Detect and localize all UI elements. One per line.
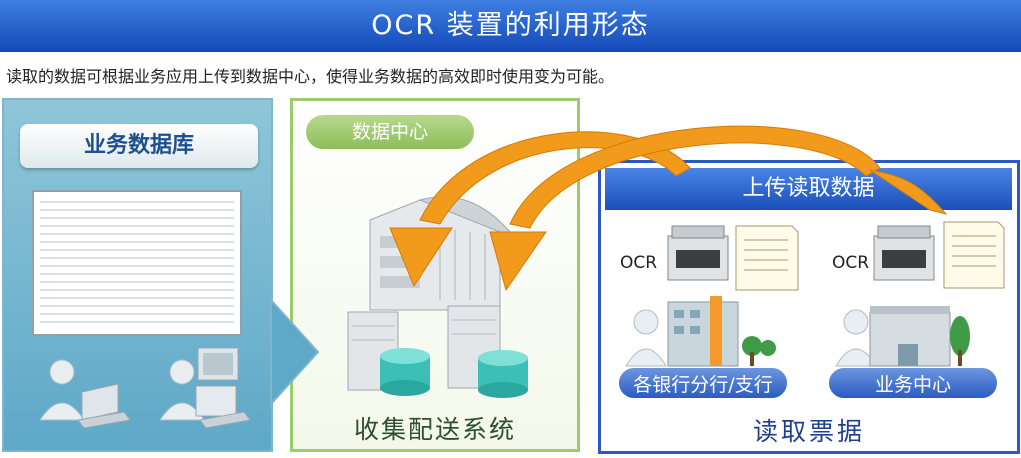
database-left-icon [380, 348, 430, 396]
panel-pointer-icon [270, 297, 320, 407]
ocr-label-left: OCR [620, 253, 658, 273]
business-database-label: 业务数据库 [20, 124, 258, 168]
document-left-icon [735, 225, 799, 291]
ocr-label-right: OCR [832, 253, 870, 273]
document-lines-icon [40, 201, 234, 323]
database-right-icon [478, 350, 528, 398]
page-title: OCR 装置的利用形态 [0, 0, 1021, 52]
user-laptop-icon [39, 359, 131, 429]
ocr-scanner-left-icon [667, 225, 729, 281]
bank-building-icon [625, 296, 776, 367]
user-computer-icon [159, 347, 251, 429]
description-text: 读取的数据可根据业务应用上传到数据中心，使得业务数据的高效即时使用变为可能。 [6, 67, 615, 86]
upload-data-header: 上传读取数据 [605, 168, 1012, 210]
read-documents-caption: 读取票据 [752, 417, 865, 446]
business-center-building-icon [835, 306, 970, 367]
document-right-icon [943, 221, 1005, 289]
upload-arrow-icon [389, 125, 948, 292]
database-document-image [32, 190, 242, 336]
data-center-label: 数据中心 [306, 115, 474, 149]
ocr-scanner-right-icon [873, 225, 935, 281]
business-center-label: 业务中心 [827, 366, 999, 400]
collection-system-caption: 收集配送系统 [353, 415, 516, 444]
bank-branch-label: 各银行分行/支行 [617, 366, 789, 400]
